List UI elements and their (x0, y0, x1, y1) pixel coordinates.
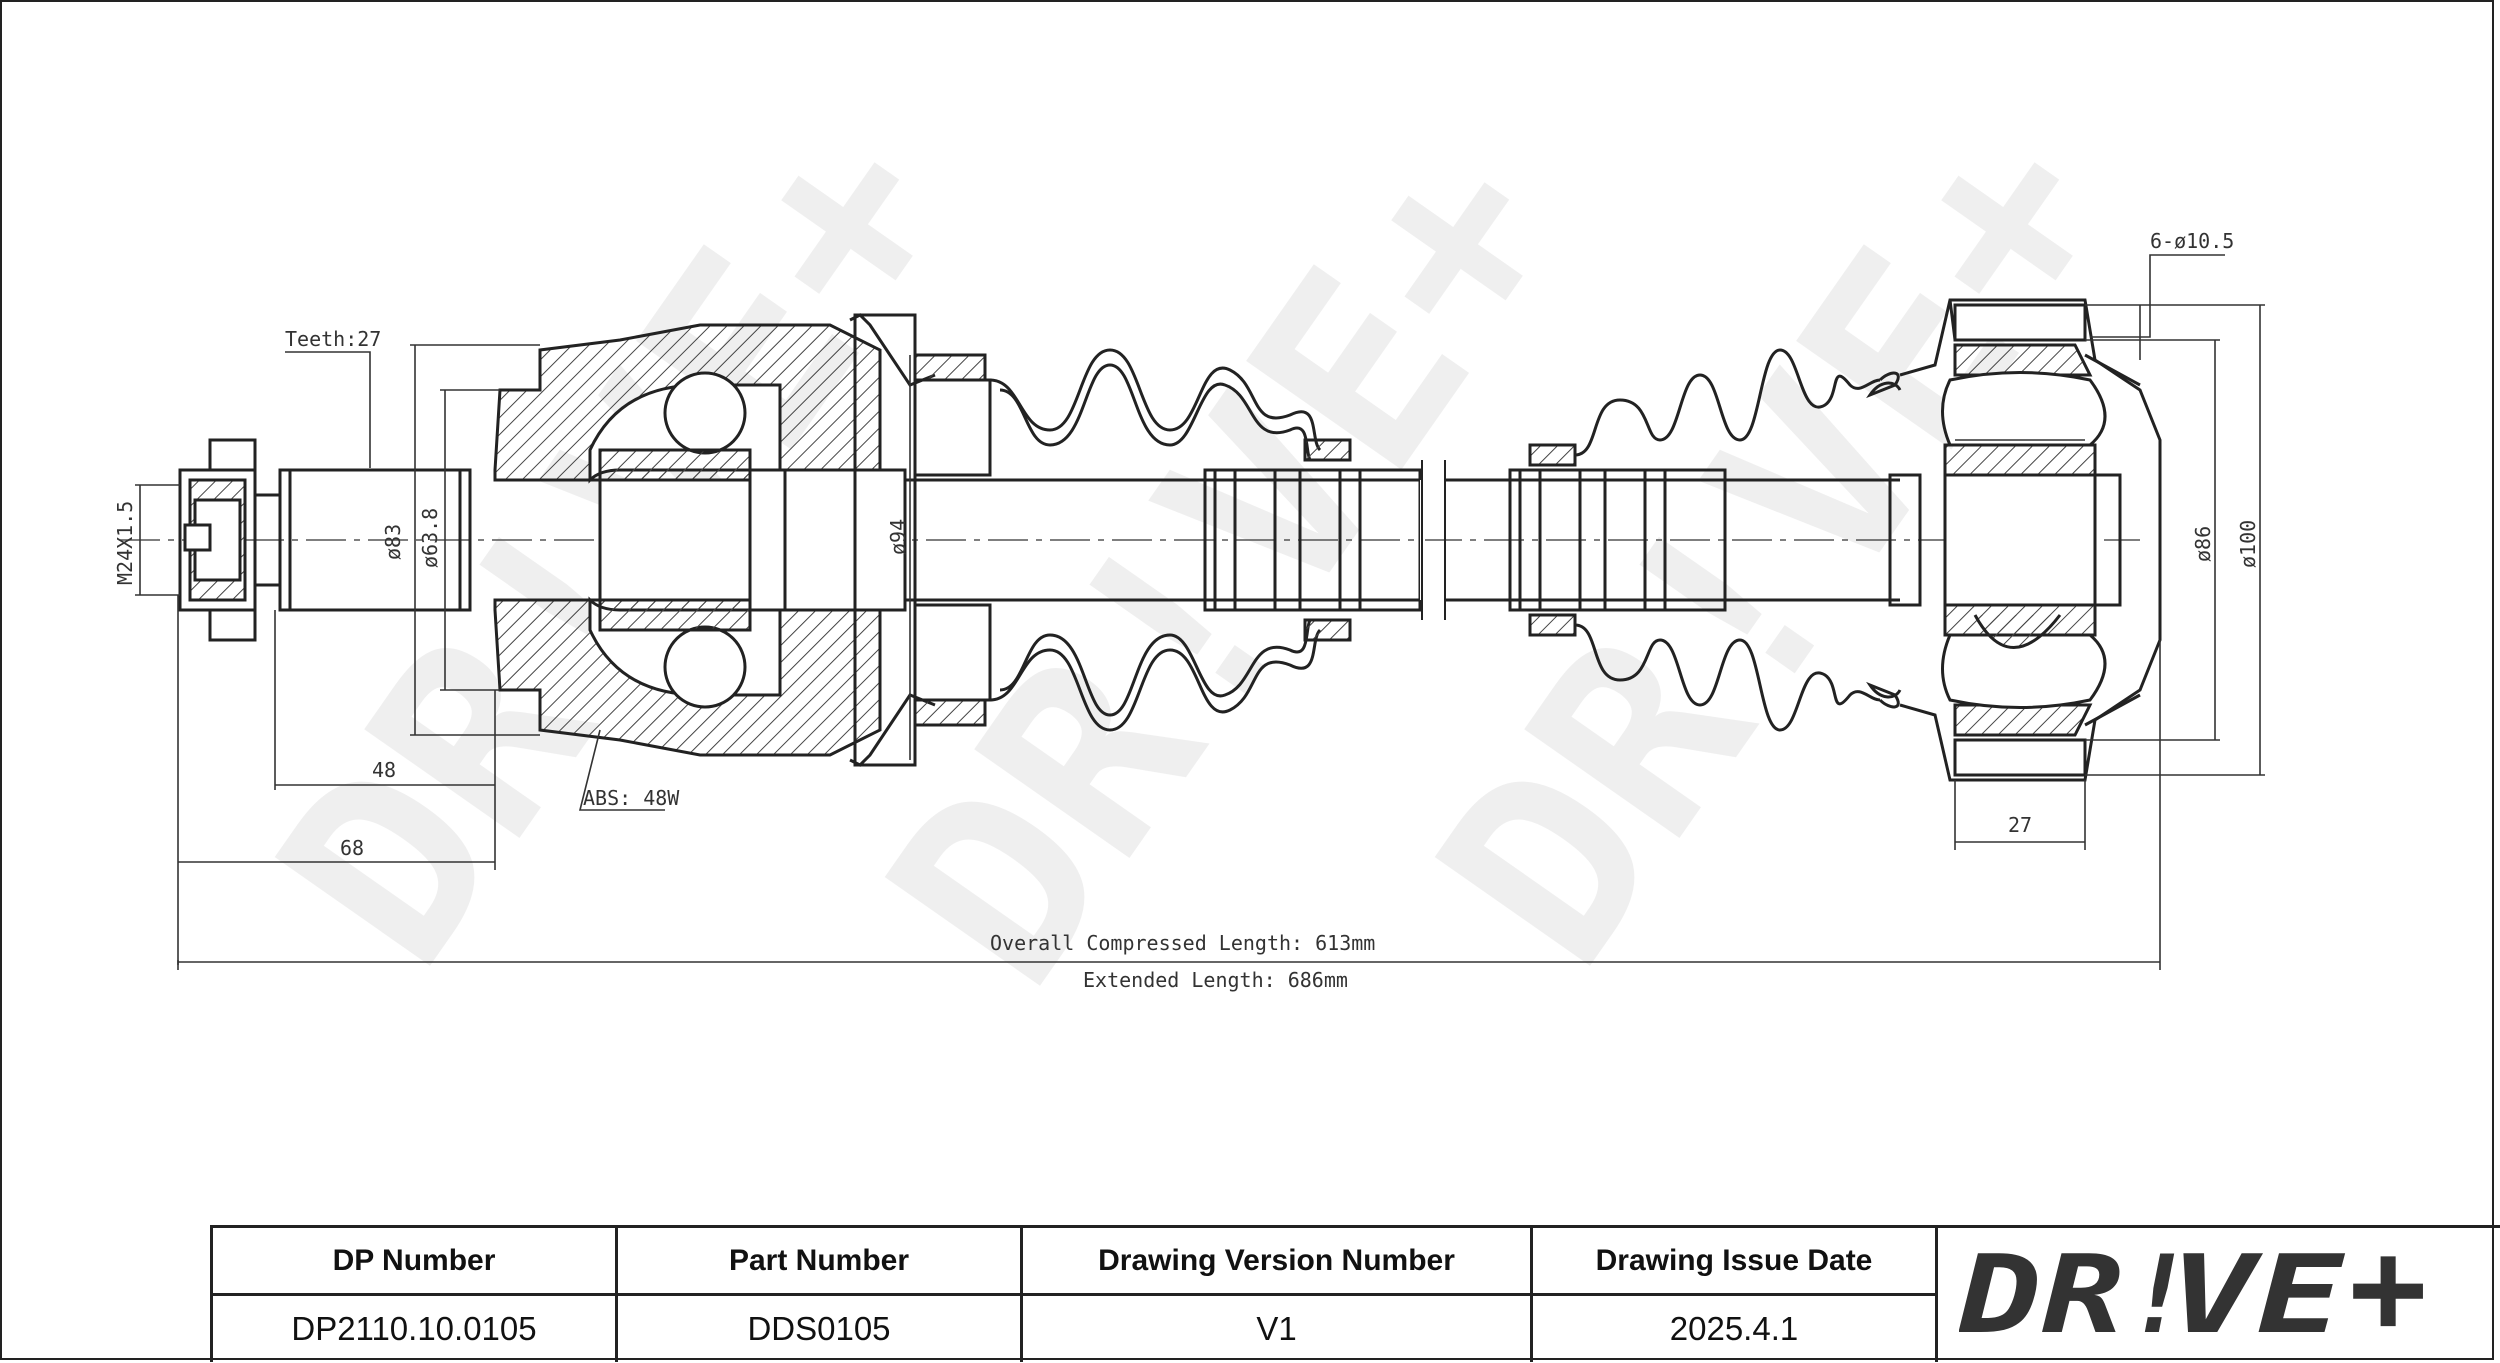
logo-dr: DR (1959, 1240, 2124, 1350)
d94-label: ø94 (886, 519, 910, 555)
outer-cv-joint (493, 313, 936, 767)
drive-shaft (905, 460, 1922, 620)
dim-27-label: 27 (2008, 813, 2032, 837)
title-block: DP Number Part Number Drawing Version Nu… (210, 1225, 2500, 1362)
watermark-group: DR!VE+ DR!VE+ DR!VE+ (223, 73, 2169, 1036)
dim-48-label: 48 (372, 758, 396, 782)
overall-length-label: Overall Compressed Length: 613mm (990, 931, 1375, 955)
drive-logo-mark: DR ! VE + (1959, 1240, 2427, 1350)
d86-label: ø86 (2191, 526, 2215, 562)
dim-68-label: 68 (340, 836, 364, 860)
value-issue-date: 2025.4.1 (1533, 1296, 1938, 1362)
header-part-number: Part Number (618, 1228, 1023, 1296)
value-dp-number: DP2110.10.0105 (213, 1296, 618, 1362)
right-boot (1528, 348, 1902, 732)
dimensions (135, 254, 2265, 970)
logo-ve: VE (2169, 1240, 2345, 1350)
logo-plus: + (2349, 1240, 2427, 1350)
holes-label: 6-ø10.5 (2150, 229, 2234, 253)
header-dp-number: DP Number (213, 1228, 618, 1296)
extended-length-label: Extended Length: 686mm (1083, 968, 1348, 992)
inner-joint (1899, 298, 2162, 782)
thread-label: M24X1.5 (113, 501, 137, 585)
brand-logo: DR ! VE + (1938, 1228, 2500, 1362)
dimension-labels: Teeth:27 M24X1.5 ø83 ø63.8 ø94 ABS: 48W … (113, 229, 2260, 992)
header-issue-date: Drawing Issue Date (1533, 1228, 1938, 1296)
d83-label: ø83 (381, 524, 405, 560)
d100-label: ø100 (2236, 520, 2260, 568)
threaded-stub (178, 438, 472, 642)
value-drawing-version: V1 (1023, 1296, 1533, 1362)
abs-label: ABS: 48W (583, 786, 680, 810)
d63-8-label: ø63.8 (418, 508, 442, 568)
header-drawing-version: Drawing Version Number (1023, 1228, 1533, 1296)
value-part-number: DDS0105 (618, 1296, 1023, 1362)
teeth-label: Teeth:27 (285, 327, 381, 351)
logo-bang: ! (2127, 1240, 2192, 1350)
left-boot (913, 348, 1352, 732)
